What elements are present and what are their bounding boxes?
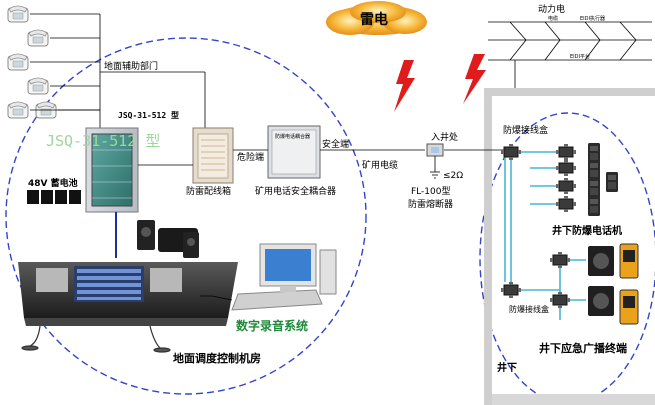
lightning-fuse	[426, 143, 444, 179]
phone-coupler	[267, 125, 321, 179]
battery-icon	[27, 190, 81, 204]
shaft-wall-top	[484, 88, 655, 96]
model-watermark: JSQ-31-512 型	[46, 132, 160, 150]
control-room-label: 地面调度控制机房	[173, 351, 261, 365]
junction-bottom-label: 防爆接线盒	[509, 304, 549, 314]
microphone-icon	[21, 325, 171, 353]
junction-top-label: 防爆接线盒	[503, 124, 548, 136]
recording-label: 数字录音系统	[236, 318, 308, 333]
power-lines	[488, 21, 652, 61]
broadcast-label: 井下应急广播终端	[539, 341, 627, 355]
danger-end-label: 危险端	[237, 151, 264, 163]
recorder-link	[200, 295, 233, 301]
dispatch-console	[18, 262, 238, 326]
power-line-label: 动力电	[538, 3, 565, 15]
power-sub-label-1: 电缆	[548, 15, 558, 22]
explosion-proof-phone-icon	[588, 143, 618, 216]
battery-label: 48V 蓄电池	[28, 177, 78, 189]
distribution-box-label: 防雷配线箱	[186, 185, 231, 197]
fuse-model-label: FL-100型	[411, 186, 450, 197]
ex-phone-label: 井下防爆电话机	[552, 224, 622, 237]
ground-aux-label: 地面辅助部门	[104, 60, 158, 72]
ground-res-label: ≤2Ω	[443, 171, 463, 181]
power-sub-label-3: EIDI平台	[570, 53, 590, 60]
mine-cable-label: 矿用电缆	[362, 159, 398, 171]
distribution-box	[192, 127, 234, 184]
signal-wires	[138, 149, 505, 166]
coupler-panel-label: 防爆电话耦合器	[275, 133, 310, 140]
shaft-entry-label: 入井处	[431, 131, 458, 143]
recording-computer	[231, 243, 337, 311]
lightning-bolt-icon	[394, 60, 415, 112]
coupler-label: 矿用电话安全耦合器	[255, 185, 336, 197]
safe-end-label: 安全端	[322, 138, 349, 150]
broadcast-terminal-icon	[588, 243, 639, 325]
shaft-wall-left	[484, 88, 492, 405]
model-label: JSQ-31-512 型	[118, 110, 179, 120]
surface-ellipse	[5, 37, 367, 395]
thundercloud-icon	[326, 1, 427, 35]
lightning-label: 雷电	[360, 11, 388, 28]
lightning-bolt-icon	[463, 54, 486, 104]
phone-wires	[30, 13, 206, 132]
underground-label: 井下	[497, 361, 517, 374]
power-sub-label-2: EIDI执行器	[580, 15, 605, 22]
underground-ellipse	[479, 112, 655, 404]
speaker-icon	[137, 220, 199, 258]
switch-cabinet	[85, 127, 139, 213]
fuse-label: 防雷熔断器	[408, 198, 453, 210]
shaft-floor	[492, 394, 655, 405]
